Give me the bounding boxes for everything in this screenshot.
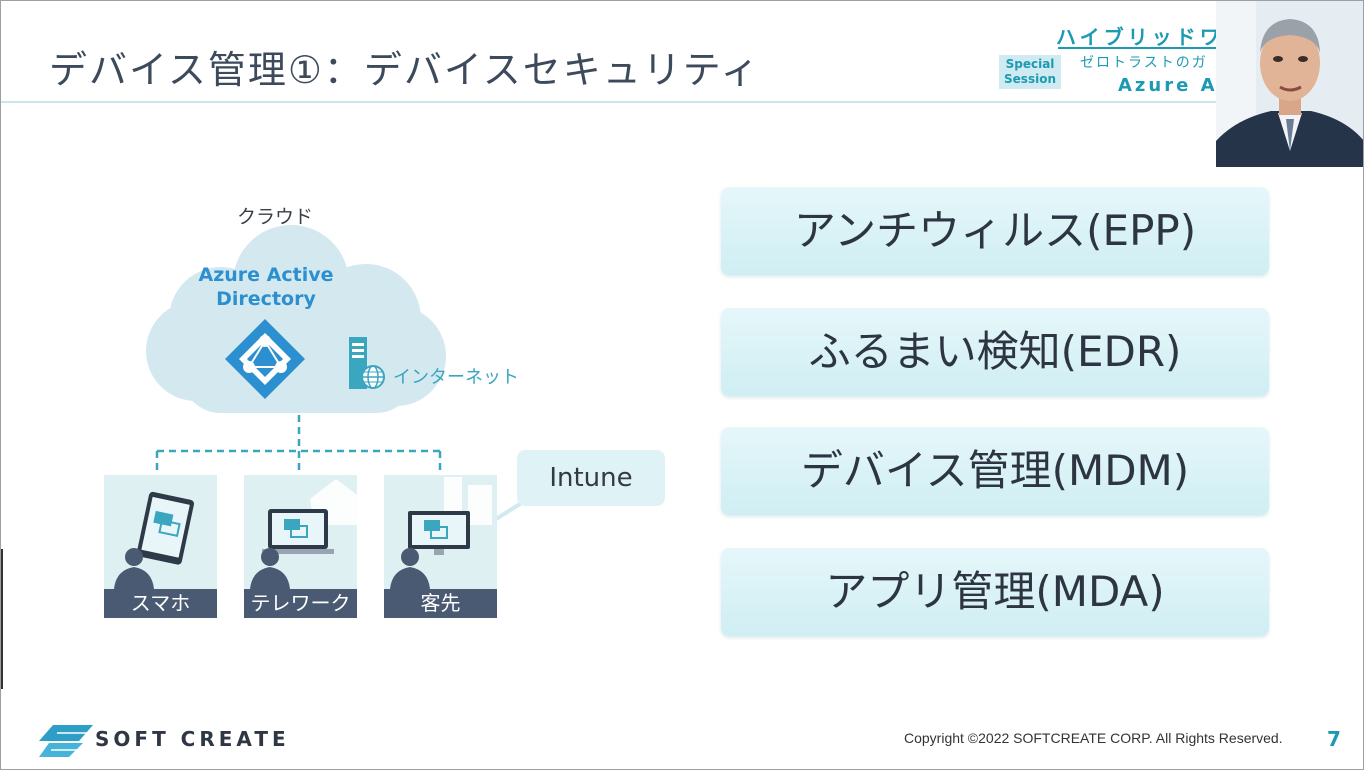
azure-ad-label: Azure Active Directory [198, 264, 334, 310]
device-label-telework: テレワーク [244, 589, 357, 618]
azure-ad-icon [225, 319, 305, 399]
tablet-icon [114, 491, 195, 589]
cloud-shape [146, 225, 446, 413]
title-divider [1, 101, 1217, 103]
session-banner-azure: Azure AD [1118, 75, 1216, 96]
internet-label: インターネット [393, 367, 519, 388]
slide-title: デバイス管理①：デバイスセキュリティ [49, 48, 761, 92]
cloud-label: クラウド [237, 206, 314, 228]
session-label: Session [1004, 72, 1056, 86]
device-label-client-site: 客先 [384, 589, 497, 618]
copyright-text: Copyright ©2022 SOFTCREATE CORP. All Rig… [904, 730, 1283, 746]
session-banner-subtitle: ゼロトラストのガ [1080, 55, 1208, 71]
feature-edr: ふるまい検知(EDR) [721, 308, 1269, 396]
session-banner-title: ハイブリッドワ [1056, 25, 1216, 49]
intune-callout: Intune [517, 450, 665, 506]
feature-antivirus-epp: アンチウィルス(EPP) [721, 187, 1269, 275]
feature-mda: アプリ管理(MDA) [721, 548, 1269, 636]
desktop-monitor-icon [390, 477, 492, 589]
session-banner: ハイブリッドワ ゼロトラストのガ Azure AD [1056, 21, 1216, 103]
presenter-video-icon [1216, 1, 1363, 167]
feature-mdm: デバイス管理(MDM) [721, 427, 1269, 515]
softcreate-logo-icon [39, 725, 93, 757]
special-session-badge: Special Session [999, 55, 1061, 89]
page-number: 7 [1327, 727, 1341, 751]
presenter-webcam [1216, 1, 1363, 167]
softcreate-logo-text: SOFT CREATE [95, 727, 290, 751]
device-telework: テレワーク [244, 475, 357, 618]
device-label-smartphone: スマホ [104, 589, 217, 618]
device-client-site: 客先 [384, 475, 497, 618]
globe-icon [361, 365, 385, 389]
laptop-icon [250, 479, 357, 589]
session-banner-divider [1058, 47, 1216, 49]
left-edge-marker [1, 549, 3, 689]
special-label: Special [1005, 57, 1055, 71]
device-smartphone: スマホ [104, 475, 217, 618]
